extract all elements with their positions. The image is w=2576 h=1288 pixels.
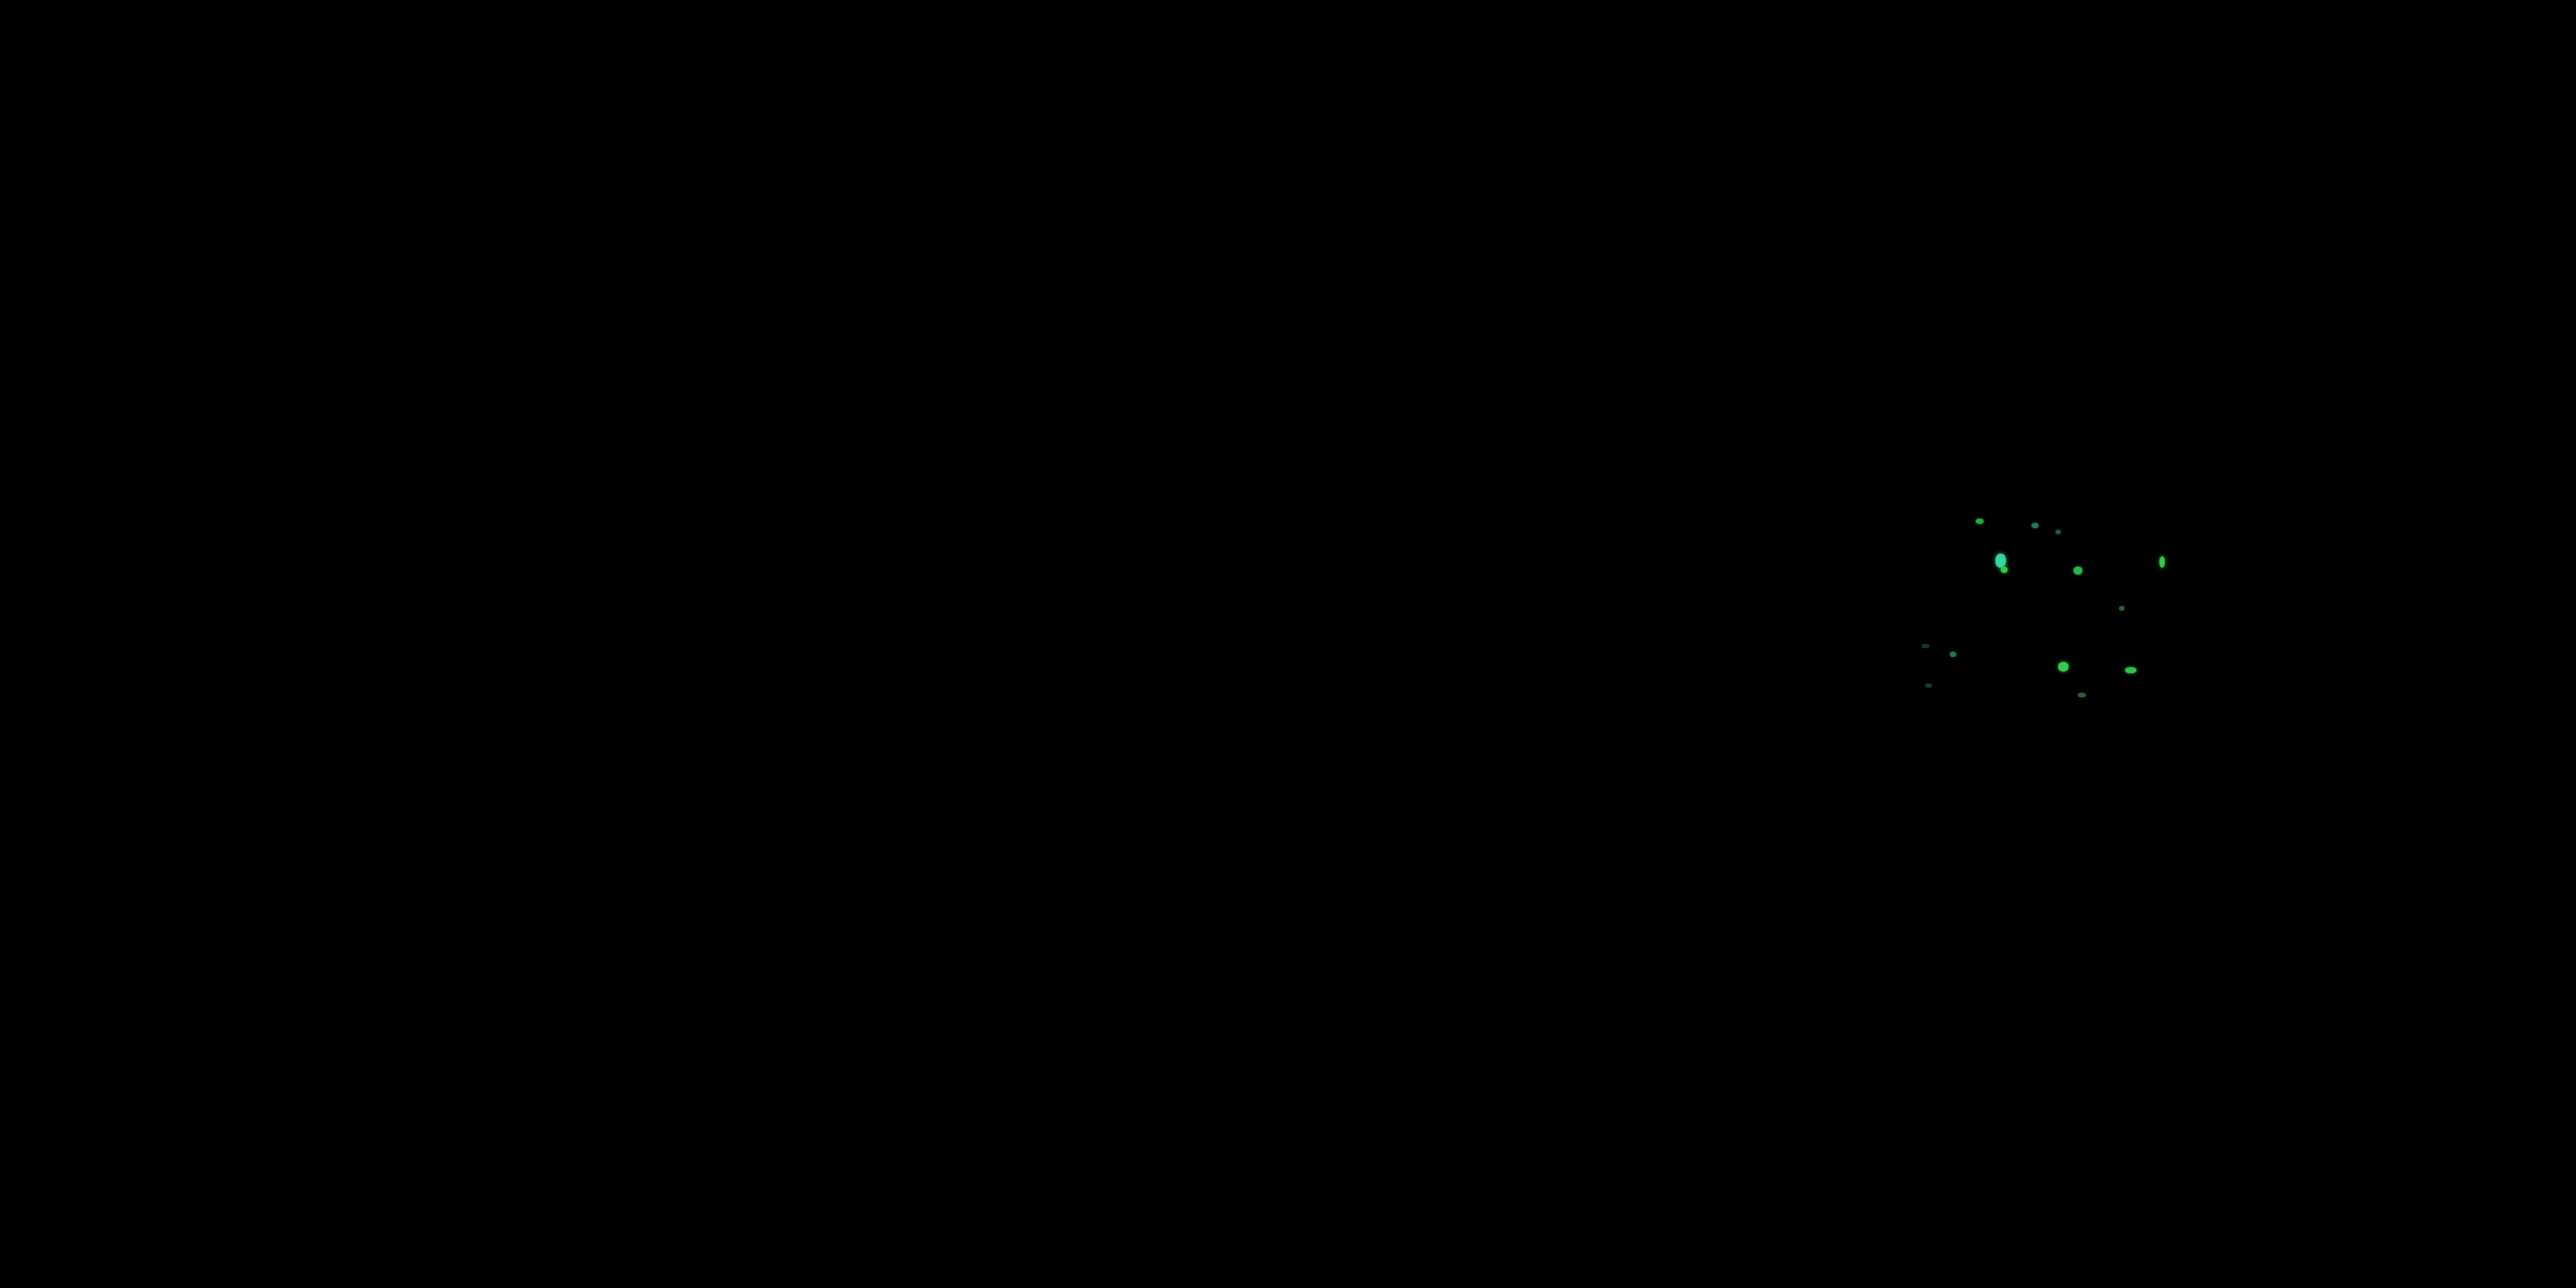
glow-particle xyxy=(2074,567,2082,574)
glow-particle xyxy=(2078,693,2086,697)
glow-particle xyxy=(2125,667,2136,673)
glow-particle xyxy=(2001,567,2008,573)
glow-particle xyxy=(1925,683,1932,688)
glow-particle xyxy=(2058,662,2069,671)
glow-particle xyxy=(1976,519,1984,524)
glow-particle xyxy=(2056,530,2061,534)
glow-particle xyxy=(2032,523,2038,528)
glow-particle xyxy=(1950,652,1956,657)
glow-particle xyxy=(2160,556,2165,568)
glow-particle xyxy=(2119,606,2124,611)
glow-particle xyxy=(1996,554,2006,568)
glow-particle xyxy=(1922,644,1929,648)
